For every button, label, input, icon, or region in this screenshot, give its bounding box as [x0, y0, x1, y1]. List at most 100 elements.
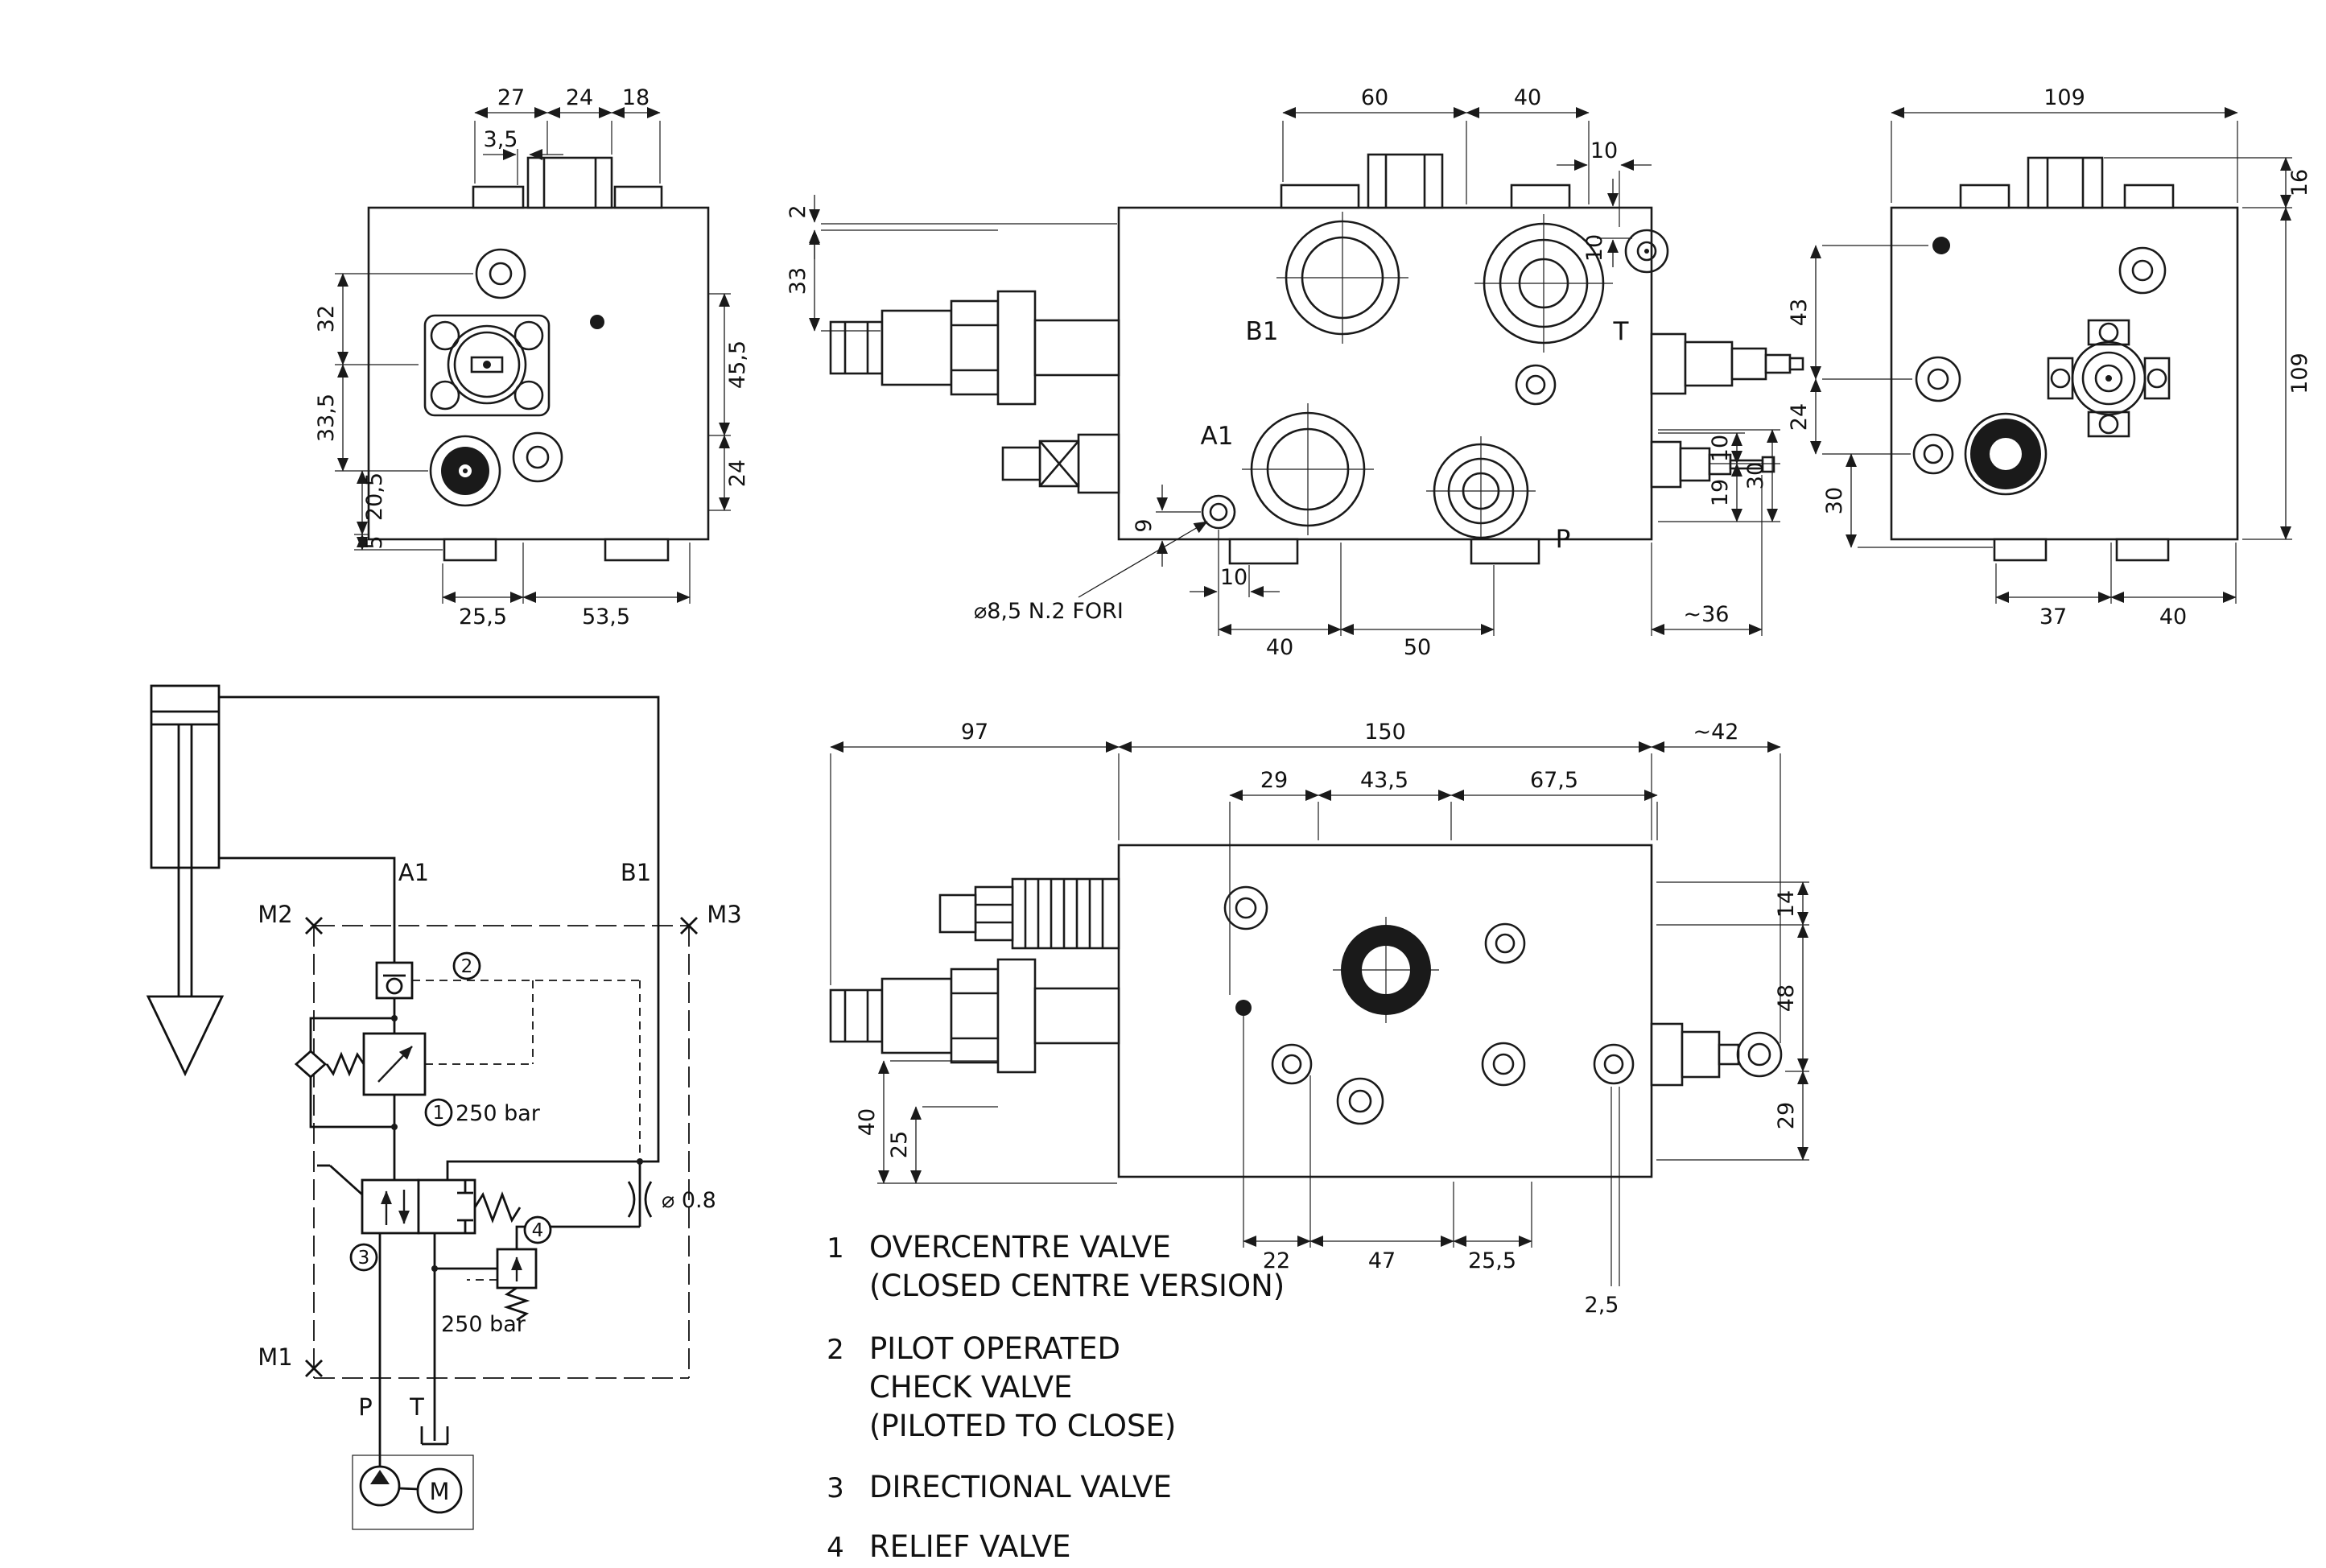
dim-40-top: 40 — [1514, 85, 1541, 110]
valve-body-side — [367, 206, 710, 541]
label-m3: M3 — [707, 901, 741, 928]
mount-flange — [423, 314, 551, 417]
dim-150: 150 — [1364, 720, 1406, 745]
load-arrow — [146, 995, 225, 1077]
view-front-dimensions: 60 40 10 2 33 10 10 19 30 9 — [786, 85, 1780, 660]
end-pin-dot — [1932, 237, 1950, 254]
dim-47: 47 — [1368, 1248, 1396, 1273]
view-front: B1 T A1 P 60 40 10 2 33 10 — [786, 85, 1804, 660]
solenoid-block — [938, 877, 1120, 950]
bottom-dark-ring — [1333, 917, 1439, 1023]
orifice-symbol — [627, 1158, 653, 1227]
port-b1 — [1276, 212, 1408, 344]
dim-48: 48 — [1774, 984, 1799, 1012]
legend-text-1b: (CLOSED CENTRE VERSION) — [869, 1269, 1285, 1303]
port-m3-mark — [680, 917, 698, 935]
check-valve-symbol — [375, 961, 414, 1000]
legend-item-1: 1 OVERCENTRE VALVE (CLOSED CENTRE VERSIO… — [827, 1230, 1285, 1303]
label-m1: M1 — [258, 1343, 292, 1371]
callout-2: 2 — [452, 951, 481, 980]
mid-bolt — [1515, 364, 1557, 406]
label-b1: B1 — [621, 859, 651, 886]
pressure-setting-2: 250 bar — [441, 1312, 526, 1337]
legend-number-2: 2 — [827, 1334, 844, 1366]
line-a1-upper — [219, 856, 396, 963]
dim-10-bottom: 10 — [1220, 565, 1248, 590]
dim-29-right: 29 — [1774, 1102, 1799, 1129]
port-label-p: P — [1556, 525, 1571, 554]
dim-20-5: 20,5 — [362, 472, 387, 521]
dim-2: 2 — [786, 204, 810, 218]
callout-2-number: 2 — [461, 956, 473, 977]
relief-valve-fitting — [1650, 332, 1804, 395]
dim-36: ~36 — [1684, 602, 1730, 627]
legend-number-1: 1 — [827, 1232, 844, 1265]
label-orifice: ⌀ 0.8 — [662, 1188, 716, 1213]
dim-10-right: 10 — [1582, 234, 1607, 262]
port-m1-mark — [305, 1360, 323, 1377]
dim-42: ~42 — [1693, 720, 1739, 745]
dim-43-5: 43,5 — [1360, 768, 1408, 793]
dim-109-top: 109 — [2043, 85, 2085, 110]
dim-53-5: 53,5 — [582, 605, 630, 629]
dim-30-end: 30 — [1822, 487, 1847, 514]
dim-16: 16 — [2287, 169, 2312, 196]
front-top-bosses — [1280, 153, 1571, 209]
dim-10-top: 10 — [1590, 138, 1618, 163]
dim-9: 9 — [1132, 518, 1157, 532]
callout-3: 3 — [349, 1243, 378, 1272]
directional-valve-symbol — [317, 1164, 522, 1235]
label-a1: A1 — [398, 859, 429, 886]
overcentre-cartridge — [829, 290, 1120, 406]
dim-45-5: 45,5 — [725, 340, 750, 389]
port-t — [1474, 214, 1613, 353]
end-top-bolt — [2118, 246, 2167, 295]
callout-3-number: 3 — [358, 1248, 370, 1269]
dim-40-bottom: 40 — [1266, 635, 1293, 660]
lower-bolt-hole — [512, 431, 563, 483]
bottom-view-cartridge — [829, 958, 1120, 1074]
end-bottom-tabs — [1993, 538, 2170, 562]
pressure-setting-1: 250 bar — [456, 1101, 541, 1126]
view-end-dimensions: 109 16 109 43 24 30 37 40 — [1787, 85, 2312, 629]
dim-27: 27 — [497, 85, 525, 110]
valve-body-front — [1117, 206, 1653, 541]
legend-number-4: 4 — [827, 1532, 844, 1564]
line-b1 — [219, 695, 660, 1180]
port-label-t: T — [1613, 317, 1630, 346]
label-motor: M — [429, 1478, 449, 1505]
relief-valve-symbol — [431, 1225, 640, 1322]
dim-25-5-bottom: 25,5 — [1468, 1248, 1516, 1273]
legend-item-3: 3 DIRECTIONAL VALVE — [827, 1470, 1172, 1504]
legend-text-2b: CHECK VALVE — [869, 1370, 1072, 1405]
legend-item-2: 2 PILOT OPERATED CHECK VALVE (PILOTED TO… — [827, 1331, 1176, 1443]
overcentre-valve-symbol — [294, 1015, 427, 1130]
dim-10-stub: 10 — [1708, 435, 1733, 462]
callout-4-number: 4 — [532, 1220, 544, 1241]
dim-3-5: 3,5 — [484, 127, 518, 152]
legend: 1 OVERCENTRE VALVE (CLOSED CENTRE VERSIO… — [827, 1230, 1285, 1564]
label-p: P — [358, 1393, 373, 1421]
callout-4: 4 — [523, 1215, 552, 1244]
port-label-a1: A1 — [1201, 422, 1234, 451]
legend-text-1a: OVERCENTRE VALVE — [869, 1230, 1171, 1265]
view-end-right: 109 16 109 43 24 30 37 40 — [1787, 85, 2312, 629]
dim-67-5: 67,5 — [1530, 768, 1578, 793]
fixing-hole-8-5 — [1201, 494, 1236, 530]
cross-valve-assembly — [2047, 319, 2171, 438]
dim-33: 33 — [786, 267, 810, 295]
dim-60: 60 — [1361, 85, 1388, 110]
end-bolt-upper — [1915, 356, 1961, 402]
callout-1-number: 1 — [433, 1103, 445, 1124]
dim-29: 29 — [1260, 768, 1288, 793]
dim-25-5: 25,5 — [459, 605, 507, 629]
top-bolt-hole — [475, 248, 526, 299]
dim-37: 37 — [2039, 605, 2067, 629]
pilot-fitting — [1001, 433, 1120, 494]
pin-hole-dot — [590, 315, 604, 329]
pilot-lines — [412, 980, 641, 1159]
label-t: T — [409, 1393, 424, 1421]
cylinder-symbol — [146, 684, 225, 1077]
hydraulic-schematic: A1 B1 M 2 M3 M1 — [146, 684, 742, 1530]
